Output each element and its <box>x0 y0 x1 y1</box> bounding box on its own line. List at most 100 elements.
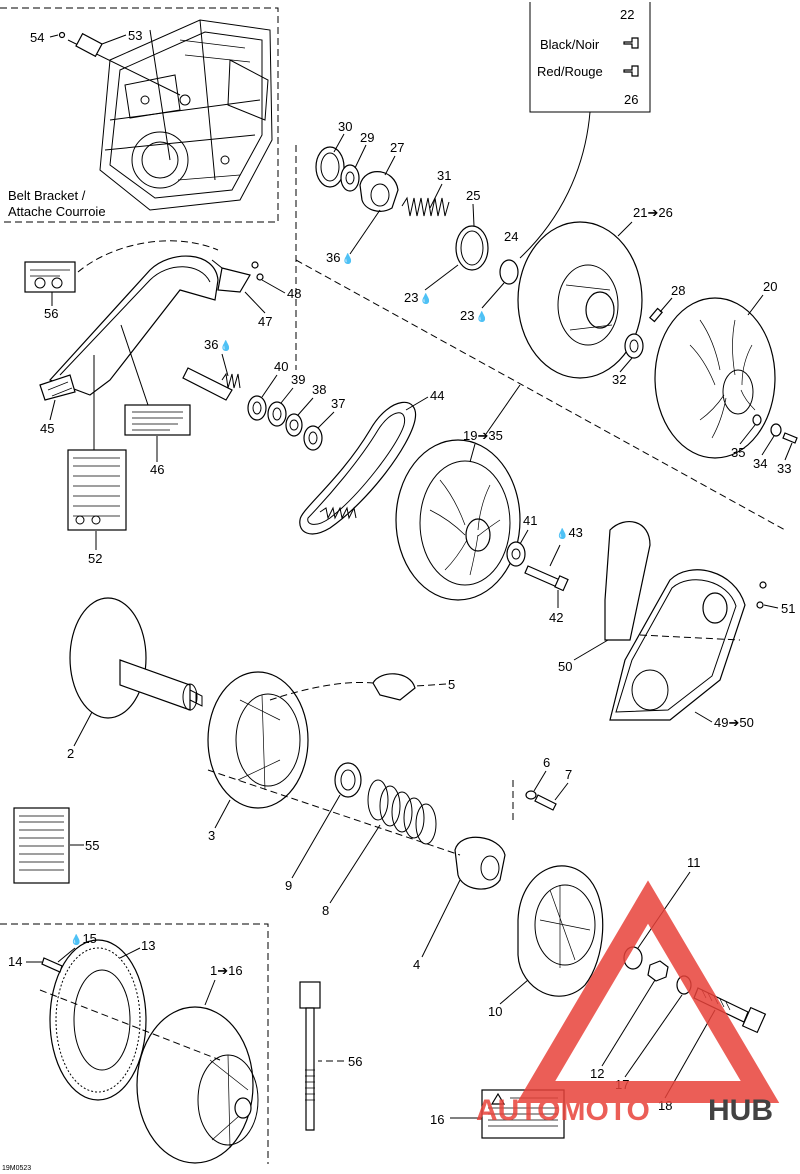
bolt-33 <box>782 432 798 444</box>
screw-7 <box>534 794 557 811</box>
drive-belt-44 <box>299 401 417 535</box>
callout-2: 2 <box>67 746 74 761</box>
ring-gear-13 <box>49 939 147 1101</box>
legend-black-label: Black/Noir <box>540 37 600 52</box>
legend-ref-26: 26 <box>624 92 638 107</box>
callout-49: 49➔50 <box>714 715 754 730</box>
callout-6: 6 <box>543 755 550 770</box>
washer-38 <box>285 413 303 437</box>
drop-icon: 💧 <box>219 339 231 352</box>
callout-35: 35 <box>731 445 745 460</box>
driven-pulley-group <box>315 146 798 459</box>
guard-clip-47 <box>217 267 251 293</box>
cover-seal-50 <box>604 521 651 641</box>
puller-bolt-56 <box>299 981 321 1131</box>
washer-37 <box>303 425 323 451</box>
callout-34: 34 <box>753 456 767 471</box>
watermark-brand-left: AUTOMOTO <box>476 1094 650 1127</box>
sliding-sheave-21 <box>517 221 643 379</box>
decal-56 <box>24 261 76 293</box>
bracket-bolt <box>58 31 181 96</box>
callout-25: 25 <box>466 188 480 203</box>
callout-52: 52 <box>88 551 102 566</box>
belt-bracket-label-line2: Attache Courroie <box>8 204 106 219</box>
bolt-42 <box>524 565 561 588</box>
decal-55 <box>13 807 70 884</box>
drop-icon: 💧 <box>341 252 353 265</box>
watermark-brand-right: HUB <box>708 1094 773 1127</box>
callout-32: 32 <box>612 372 626 387</box>
callout-41: 41 <box>523 513 537 528</box>
bushing-9 <box>334 762 362 798</box>
callout-20: 20 <box>763 279 777 294</box>
callout-42: 42 <box>549 610 563 625</box>
callout-37: 37 <box>331 396 345 411</box>
callout-48: 48 <box>287 286 301 301</box>
pulley-cover-49 <box>604 521 767 721</box>
belt-bracket-label-line1: Belt Bracket / <box>8 188 86 203</box>
red-bolt-icon <box>623 65 639 77</box>
callout-43: 💧43 <box>556 525 583 540</box>
callout-55: 55 <box>85 838 99 853</box>
callout-31: 31 <box>437 168 451 183</box>
frame-illustration <box>99 19 273 211</box>
belt-bracket-inset: 54 53 Belt Bracket / Attache Courroie <box>0 7 279 223</box>
callout-8: 8 <box>322 903 329 918</box>
callout-39: 39 <box>291 372 305 387</box>
drop-icon: 💧 <box>70 933 82 946</box>
callout-38: 38 <box>312 382 326 397</box>
callout-53: 53 <box>128 28 142 43</box>
callout-45: 45 <box>40 421 54 436</box>
callout-36a: 36💧 <box>326 250 354 265</box>
callout-56a: 56 <box>44 306 58 321</box>
screw-14 <box>41 957 63 973</box>
washer-29 <box>340 164 360 192</box>
color-legend-inset: 22 Black/Noir Red/Rouge 26 <box>519 2 651 259</box>
belt-guard-45 <box>48 255 219 396</box>
spring-8 <box>367 779 437 845</box>
washer-35 <box>752 414 762 426</box>
callout-14: 14 <box>8 954 22 969</box>
moveable-sheave-3 <box>207 671 309 809</box>
legend-red-label: Red/Rouge <box>537 64 603 79</box>
legend-ref-22: 22 <box>620 7 634 22</box>
belt-guard-group <box>24 240 264 531</box>
callout-5: 5 <box>448 677 455 692</box>
callout-51: 51 <box>781 601 795 616</box>
black-bolt-icon <box>623 37 639 49</box>
drawing-number: 19M0523 <box>2 1165 31 1172</box>
callout-9: 9 <box>285 878 292 893</box>
jackshaft-hardware <box>182 367 323 451</box>
shaft-36 <box>182 367 233 401</box>
callout-11: 11 <box>687 855 701 870</box>
callout-23b: 23💧 <box>460 308 488 323</box>
washer-40 <box>247 395 267 421</box>
callout-10: 10 <box>488 1004 502 1019</box>
watermark-logo: AUTOMOTO HUB <box>476 880 780 1127</box>
cover-10 <box>517 865 604 997</box>
callout-24: 24 <box>504 229 518 244</box>
key-28 <box>648 307 664 323</box>
drop-icon: 💧 <box>556 527 568 540</box>
callout-47: 47 <box>258 314 272 329</box>
callout-1: 1➔16 <box>210 963 243 978</box>
callout-3: 3 <box>208 828 215 843</box>
callout-13: 13 <box>141 938 155 953</box>
washer-41 <box>506 541 526 567</box>
fixed-sheave-2 <box>69 597 147 719</box>
spider-4 <box>454 836 506 890</box>
drop-icon: 💧 <box>475 310 487 323</box>
callout-29: 29 <box>360 130 374 145</box>
callout-4: 4 <box>413 957 420 972</box>
washer-6 <box>525 790 537 800</box>
bushing-23 <box>499 259 519 285</box>
cam-27 <box>359 171 399 212</box>
callout-33: 33 <box>777 461 791 476</box>
callout-56b: 56 <box>348 1054 362 1069</box>
callout-30: 30 <box>338 119 352 134</box>
callout-labels: 30 29 27 31 25 24 21➔26 28 20 36💧 23💧 23… <box>8 119 795 1127</box>
nut-12 <box>647 960 669 982</box>
callout-50: 50 <box>558 659 572 674</box>
fixed-sheave-20 <box>654 297 776 459</box>
triangle-logo-icon <box>516 880 780 1103</box>
